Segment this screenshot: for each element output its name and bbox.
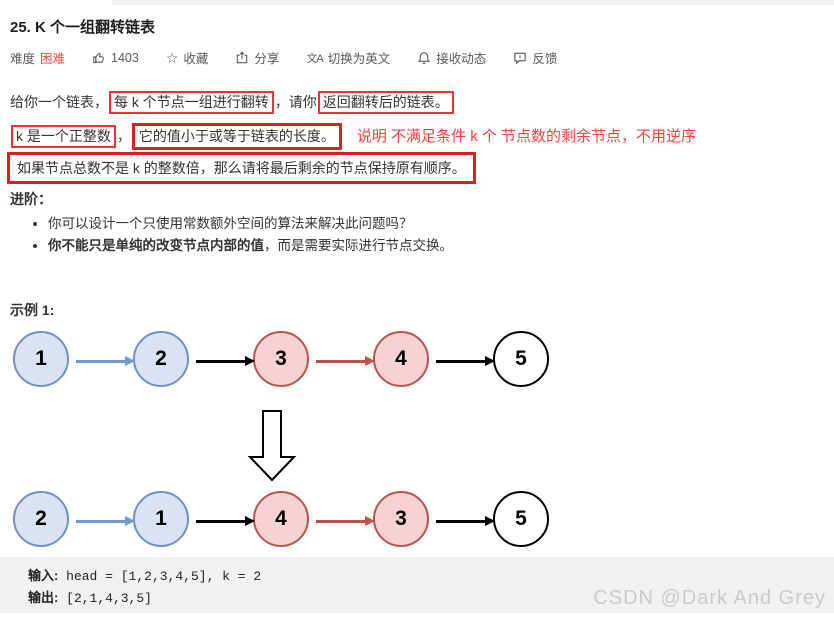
share-icon xyxy=(235,51,249,65)
next-pointer-arrow xyxy=(196,516,255,525)
feedback-label: 反馈 xyxy=(532,52,558,66)
star-icon: ☆ xyxy=(165,49,179,66)
next-pointer-arrow xyxy=(436,516,495,525)
list-item: 你不能只是单纯的改变节点内部的值，而是需要实际进行节点交换。 xyxy=(48,237,453,254)
list-node: 3 xyxy=(253,331,309,387)
input-value: head = [1,2,3,4,5], k = 2 xyxy=(58,569,262,584)
highlight-box-thick: 它的值小于或等于链表的长度。 xyxy=(131,123,342,150)
input-label: 输入: xyxy=(28,568,59,583)
favorite-label: 收藏 xyxy=(183,52,209,66)
example-heading: 示例 1: xyxy=(10,302,55,318)
like-count: 1403 xyxy=(111,50,139,65)
list-node: 5 xyxy=(493,331,549,387)
highlight-box: k 是一个正整数 xyxy=(11,125,116,148)
description-line-1: 给你一个链表，每 k 个节点一组进行翻转，请你返回翻转后的链表。 xyxy=(10,91,455,114)
next-pointer-arrow xyxy=(436,356,495,365)
bullet-bold-text: 你不能只是单纯的改变节点内部的值 xyxy=(48,238,264,253)
list-node: 2 xyxy=(13,491,69,547)
advanced-list: 你可以设计一个只使用常数额外空间的算法来解决此问题吗？ 你不能只是单纯的改变节点… xyxy=(48,215,453,259)
down-arrow-icon xyxy=(247,410,297,487)
desc-text: ，请你 xyxy=(274,94,317,110)
page-title: 25. K 个一组翻转链表 xyxy=(10,19,156,36)
next-pointer-arrow xyxy=(196,356,255,365)
favorite-button[interactable]: ☆ 收藏 xyxy=(166,48,209,67)
next-pointer-arrow xyxy=(316,516,375,525)
like-button[interactable]: 1403 xyxy=(92,51,139,65)
next-pointer-arrow xyxy=(316,356,375,365)
output-label: 输出: xyxy=(28,590,59,605)
share-label: 分享 xyxy=(254,52,280,66)
highlight-box: 返回翻转后的链表。 xyxy=(317,91,454,114)
list-node: 1 xyxy=(133,491,189,547)
red-annotation: 说明 不满足条件 k 个 节点数的剩余节点，不用逆序 xyxy=(356,128,697,145)
list-node: 1 xyxy=(13,331,69,387)
list-node: 4 xyxy=(373,331,429,387)
translate-icon: 文A xyxy=(306,52,323,65)
advanced-heading: 进阶： xyxy=(10,191,52,207)
share-button[interactable]: 分享 xyxy=(235,48,279,67)
feedback-button[interactable]: 反馈 xyxy=(513,48,557,67)
example-output-line: 输出: [2,1,4,3,5] xyxy=(28,587,834,609)
difficulty-label: 难度 xyxy=(10,52,36,66)
next-pointer-arrow xyxy=(76,356,135,365)
list-node: 4 xyxy=(253,491,309,547)
list-node: 3 xyxy=(373,491,429,547)
bell-icon xyxy=(417,51,431,65)
subscribe-button[interactable]: 接收动态 xyxy=(417,48,486,67)
difficulty-badge: 困难 xyxy=(40,52,66,66)
top-scroll-strip xyxy=(112,0,834,5)
translate-button[interactable]: 文A 切换为英文 xyxy=(306,48,390,67)
example-input-line: 输入: head = [1,2,3,4,5], k = 2 xyxy=(28,565,834,587)
desc-text: ， xyxy=(116,128,131,144)
list-node: 5 xyxy=(493,491,549,547)
list-item: 你可以设计一个只使用常数额外空间的算法来解决此问题吗？ xyxy=(48,215,453,232)
difficulty-indicator: 难度 困难 xyxy=(10,48,65,67)
toolbar: 难度 困难 1403 ☆ 收藏 分享 xyxy=(10,48,557,67)
subscribe-label: 接收动态 xyxy=(436,52,487,66)
next-pointer-arrow xyxy=(76,516,135,525)
description-line-2: k 是一个正整数，它的值小于或等于链表的长度。说明 不满足条件 k 个 节点数的… xyxy=(10,123,696,150)
output-value: [2,1,4,3,5] xyxy=(58,591,152,606)
example-io-block: 输入: head = [1,2,3,4,5], k = 2 输出: [2,1,4… xyxy=(0,557,834,613)
list-node: 2 xyxy=(133,331,189,387)
thumbs-up-icon xyxy=(92,51,106,65)
translate-label: 切换为英文 xyxy=(327,52,391,66)
highlight-box: 每 k 个节点一组进行翻转 xyxy=(109,91,274,114)
speech-bubble-icon xyxy=(513,51,527,65)
highlight-box-large: 如果节点总数不是 k 的整数倍，那么请将最后剩余的节点保持原有顺序。 xyxy=(7,152,476,184)
desc-text: 给你一个链表， xyxy=(10,94,108,110)
watermark: CSDN @Dark And Grey xyxy=(593,587,826,609)
